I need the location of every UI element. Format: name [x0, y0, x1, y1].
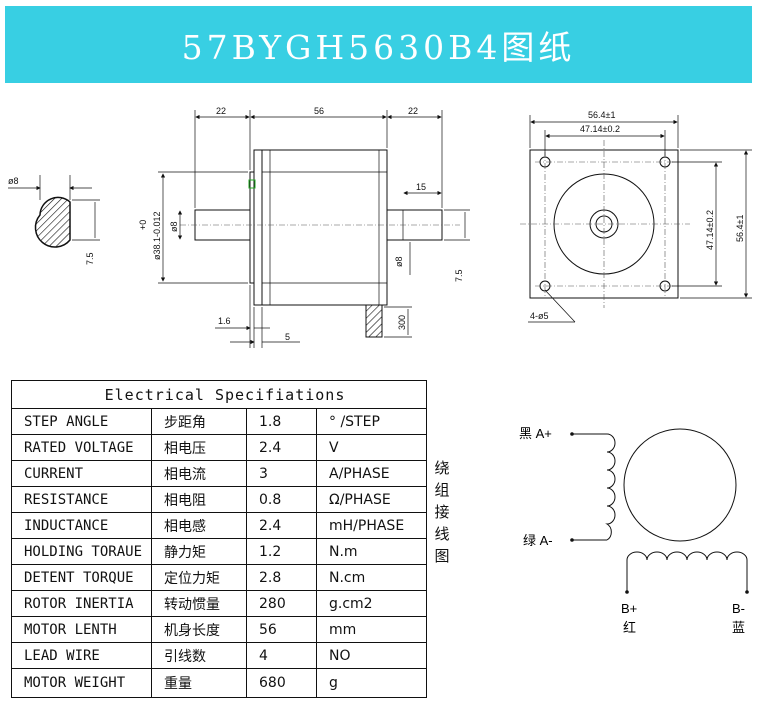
side-view: 22 56 22 15 ø38.1-0.012 +0 ø8 ø8 7.5 1.6…: [138, 106, 470, 348]
hole-spacing-vertical-label: 47.14±0.2: [705, 210, 715, 250]
front-shaft-diameter-label: ø8: [394, 256, 404, 267]
wiring-diagram: 黑 A+ 绿 A- B+ 红 B- 蓝: [519, 426, 749, 635]
spec-table-header: Electrical Specifiations: [11, 380, 427, 409]
pilot-depth-label: 1.6: [218, 316, 231, 326]
spec-name-cn: 步距角: [151, 408, 247, 435]
section-flat-label: 7.5: [85, 252, 95, 265]
spec-value: 0.8: [246, 486, 317, 513]
spec-value: 3: [246, 460, 317, 487]
spec-value: 2.4: [246, 512, 317, 539]
spec-unit: A/PHASE: [316, 460, 427, 487]
table-row: RATED VOLTAGE 相电压 2.4 V: [11, 434, 427, 461]
spec-name-en: RESISTANCE: [11, 486, 152, 513]
table-row: ROTOR INERTIA 转动惯量 280 g.cm2: [11, 590, 427, 617]
terminal-a-minus-label: 绿 A-: [523, 533, 553, 548]
spec-name-en: LEAD WIRE: [11, 642, 152, 669]
table-row: STEP ANGLE 步距角 1.8 ° /STEP: [11, 408, 427, 435]
body-length-label: 56: [314, 106, 324, 116]
table-row: MOTOR WEIGHT 重量 680 g: [11, 668, 427, 698]
spec-value: 280: [246, 590, 317, 617]
shaft-length-label: 22: [408, 106, 418, 116]
spec-name-cn: 静力矩: [151, 538, 247, 565]
spec-name-en: MOTOR LENTH: [11, 616, 152, 643]
page-title: 57BYGH5630B4图纸: [181, 27, 576, 67]
face-width-label: 56.4±1: [588, 110, 615, 120]
spec-unit: g: [316, 668, 427, 698]
spec-unit: V: [316, 434, 427, 461]
spec-unit: ° /STEP: [316, 408, 427, 435]
spec-unit: g.cm2: [316, 590, 427, 617]
front-left-length-label: 22: [216, 106, 226, 116]
spec-name-en: INDUCTANCE: [11, 512, 152, 539]
spec-name-en: RATED VOLTAGE: [11, 434, 152, 461]
spec-name-cn: 重量: [151, 668, 247, 698]
spec-value: 4: [246, 642, 317, 669]
table-row: RESISTANCE 相电阻 0.8 Ω/PHASE: [11, 486, 427, 513]
spec-name-cn: 转动惯量: [151, 590, 247, 617]
spec-name-en: STEP ANGLE: [11, 408, 152, 435]
spec-unit: N.m: [316, 538, 427, 565]
pilot-diameter-label: ø38.1-0.012: [152, 211, 162, 260]
spec-name-cn: 定位力矩: [151, 564, 247, 591]
spec-name-cn: 相电流: [151, 460, 247, 487]
spec-value: 1.2: [246, 538, 317, 565]
terminal-b-minus-color: 蓝: [732, 620, 745, 635]
table-row: DETENT TORQUE 定位力矩 2.8 N.cm: [11, 564, 427, 591]
terminal-b-minus-label: B-: [732, 601, 745, 616]
table-row: CURRENT 相电流 3 A/PHASE: [11, 460, 427, 487]
flange-thickness-label: 5: [285, 332, 290, 342]
spec-unit: N.cm: [316, 564, 427, 591]
spec-name-cn: 引线数: [151, 642, 247, 669]
spec-value: 56: [246, 616, 317, 643]
terminal-b-plus-color: 红: [623, 620, 636, 635]
spec-unit: Ω/PHASE: [316, 486, 427, 513]
title-banner: 57BYGH5630B4图纸: [5, 6, 752, 83]
spec-name-cn: 相电感: [151, 512, 247, 539]
spec-name-en: DETENT TORQUE: [11, 564, 152, 591]
rear-shaft-diameter-label: ø8: [169, 221, 179, 232]
front-flat-label: 7.5: [454, 269, 464, 282]
lead-length-label: 300: [397, 315, 407, 330]
spec-name-en: HOLDING TORAUE: [11, 538, 152, 565]
table-row: MOTOR LENTH 机身长度 56 mm: [11, 616, 427, 643]
pilot-tolerance-label: +0: [138, 220, 148, 230]
face-height-label: 56.4±1: [735, 215, 745, 242]
spec-name-cn: 机身长度: [151, 616, 247, 643]
spec-value: 1.8: [246, 408, 317, 435]
table-row: HOLDING TORAUE 静力矩 1.2 N.m: [11, 538, 427, 565]
spec-value: 680: [246, 668, 317, 698]
spec-unit: NO: [316, 642, 427, 669]
terminal-a-plus-label: 黑 A+: [519, 426, 552, 441]
terminal-b-plus-label: B+: [621, 601, 637, 616]
spec-value: 2.8: [246, 564, 317, 591]
flat-length-label: 15: [416, 182, 426, 192]
spec-title: Electrical Specifiations: [11, 380, 427, 409]
hole-spacing-label: 47.14±0.2: [580, 124, 620, 134]
spec-table: Electrical Specifiations STEP ANGLE 步距角 …: [11, 380, 427, 698]
spec-name-cn: 相电阻: [151, 486, 247, 513]
holes-label: 4-ø5: [530, 311, 549, 321]
section-width-label: ø8: [8, 176, 19, 186]
spec-unit: mH/PHASE: [316, 512, 427, 539]
shaft-section-view: ø8 7.5: [8, 175, 100, 265]
spec-unit: mm: [316, 616, 427, 643]
spec-name-en: CURRENT: [11, 460, 152, 487]
mechanical-drawing: ø8 7.5 22 56 22: [8, 106, 752, 348]
front-view: 56.4±1 47.14±0.2 47.14±0.2 56.4±1 4-ø5: [520, 110, 752, 323]
table-row: INDUCTANCE 相电感 2.4 mH/PHASE: [11, 512, 427, 539]
spec-name-en: MOTOR WEIGHT: [11, 668, 152, 698]
spec-name-en: ROTOR INERTIA: [11, 590, 152, 617]
winding-diagram-title: 绕组接线图: [434, 459, 450, 565]
spec-name-cn: 相电压: [151, 434, 247, 461]
spec-value: 2.4: [246, 434, 317, 461]
table-row: LEAD WIRE 引线数 4 NO: [11, 642, 427, 669]
